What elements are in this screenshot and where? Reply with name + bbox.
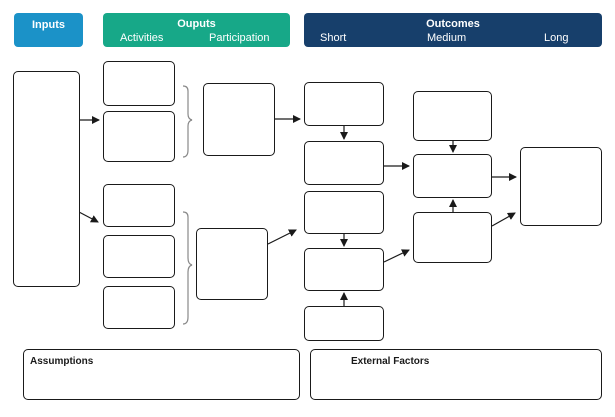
external-factors-panel: External Factors	[310, 349, 602, 400]
assumptions-panel: Assumptions	[23, 349, 300, 400]
assumptions-label: Assumptions	[30, 356, 94, 367]
outcomes-header-title: Outcomes	[426, 18, 480, 30]
outcomes-header: Outcomes Short Medium Long	[304, 13, 602, 47]
participation-box-2	[196, 228, 268, 300]
outputs-sub-activities: Activities	[120, 32, 164, 44]
arrow-medium3-long	[491, 212, 516, 227]
inputs-header-title: Inputs	[32, 19, 65, 31]
medium-outcome-box-2	[413, 154, 492, 198]
medium-outcome-box-1	[413, 91, 492, 141]
inputs-box	[13, 71, 80, 287]
inputs-header: Inputs	[14, 13, 83, 47]
activity-box-1	[103, 61, 175, 106]
arrow-inputs-activities-bottom	[78, 211, 99, 223]
outcomes-sub-long: Long	[544, 32, 569, 44]
medium-outcome-box-3	[413, 212, 492, 263]
arrow-part2-short4	[267, 229, 297, 245]
short-outcome-box-5	[304, 306, 384, 341]
short-outcome-box-4	[304, 248, 384, 291]
activity-box-4	[103, 235, 175, 278]
short-outcome-box-2	[304, 141, 384, 185]
activity-box-5	[103, 286, 175, 329]
short-outcome-box-3	[304, 191, 384, 234]
long-outcome-box	[520, 147, 602, 226]
arrow-short4-medium3	[383, 249, 410, 263]
outcomes-sub-medium: Medium	[427, 32, 467, 44]
activity-box-2	[103, 111, 175, 162]
outputs-sub-participation: Participation	[209, 32, 270, 44]
short-outcome-box-1	[304, 82, 384, 126]
brace-bottom	[182, 211, 193, 325]
outputs-header-title: Ouputs	[177, 18, 216, 30]
activity-box-3	[103, 184, 175, 227]
external-factors-label: External Factors	[351, 356, 430, 367]
outcomes-sub-short: Short	[320, 32, 347, 44]
participation-box-1	[203, 83, 275, 156]
outputs-header: Ouputs Activities Participation	[103, 13, 290, 47]
brace-top	[182, 85, 193, 158]
